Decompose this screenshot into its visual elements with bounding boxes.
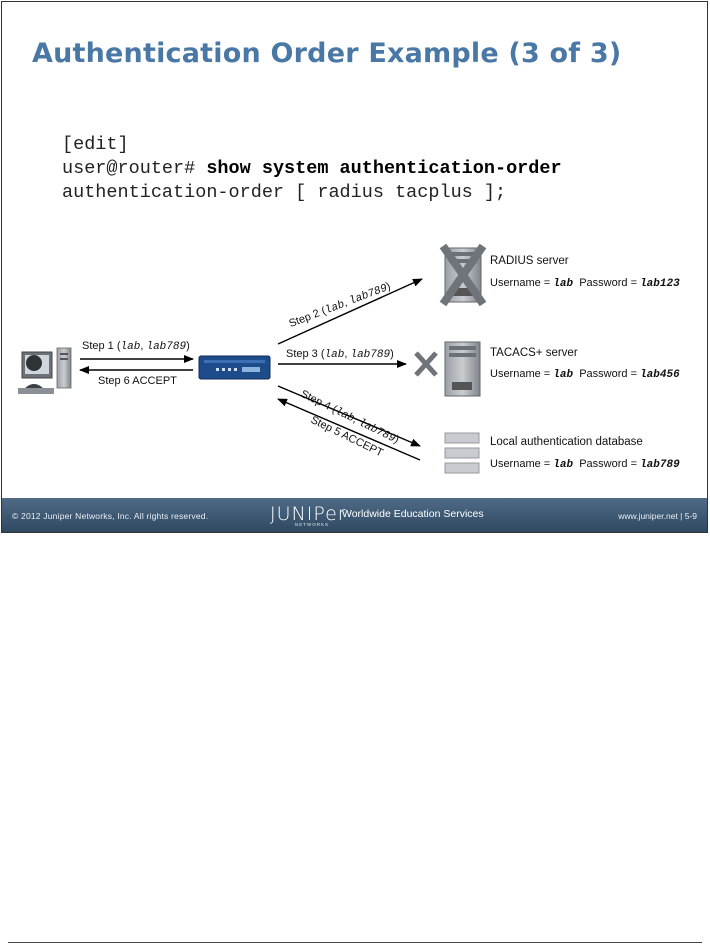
step1-label: Step 1 (lab, lab789) <box>82 340 190 353</box>
code-command: show system authentication-order <box>206 158 562 179</box>
code-line-edit: [edit] <box>62 134 129 155</box>
local-db-name: Local authentication database <box>490 436 643 448</box>
code-prompt: user@router# <box>62 158 207 179</box>
user-workstation-icon <box>18 347 72 394</box>
copyright-text: © 2012 Juniper Networks, Inc. All rights… <box>12 511 209 521</box>
cli-code-block: [edit] user@router# show system authenti… <box>62 133 562 205</box>
radius-credentials: Username = lab Password = lab123 <box>490 277 680 290</box>
juniper-logo-subtitle: NETWORKS <box>295 522 330 527</box>
local-db-credentials: Username = lab Password = lab789 <box>490 458 680 471</box>
arrow-step2 <box>277 278 423 345</box>
router-icon <box>198 355 271 380</box>
local-database-icon <box>444 432 480 474</box>
tacacs-credentials: Username = lab Password = lab456 <box>490 368 680 381</box>
connection-failed-icon <box>414 351 438 377</box>
slide: Authentication Order Example (3 of 3) [e… <box>1 1 708 533</box>
slide-footer: © 2012 Juniper Networks, Inc. All rights… <box>2 498 707 532</box>
slide-title: Authentication Order Example (3 of 3) <box>32 38 622 69</box>
step6-label: Step 6 ACCEPT <box>98 375 177 387</box>
page-bottom-rule <box>8 942 702 943</box>
arrow-step5 <box>277 398 421 461</box>
footer-url-page: www.juniper.net | 5-9 <box>618 511 697 521</box>
auth-flow-diagram <box>18 243 487 474</box>
footer-tagline: Worldwide Education Services <box>342 508 484 520</box>
juniper-logo: JUNIPer <box>270 503 347 525</box>
arrow-step4 <box>277 385 421 447</box>
tacacs-server-icon <box>444 341 481 397</box>
step3-label: Step 3 (lab, lab789) <box>286 348 394 361</box>
radius-server-icon <box>439 243 487 307</box>
code-output: authentication-order [ radius tacplus ]; <box>62 182 507 203</box>
radius-server-name: RADIUS server <box>490 255 569 267</box>
tacacs-server-name: TACACS+ server <box>490 347 578 359</box>
